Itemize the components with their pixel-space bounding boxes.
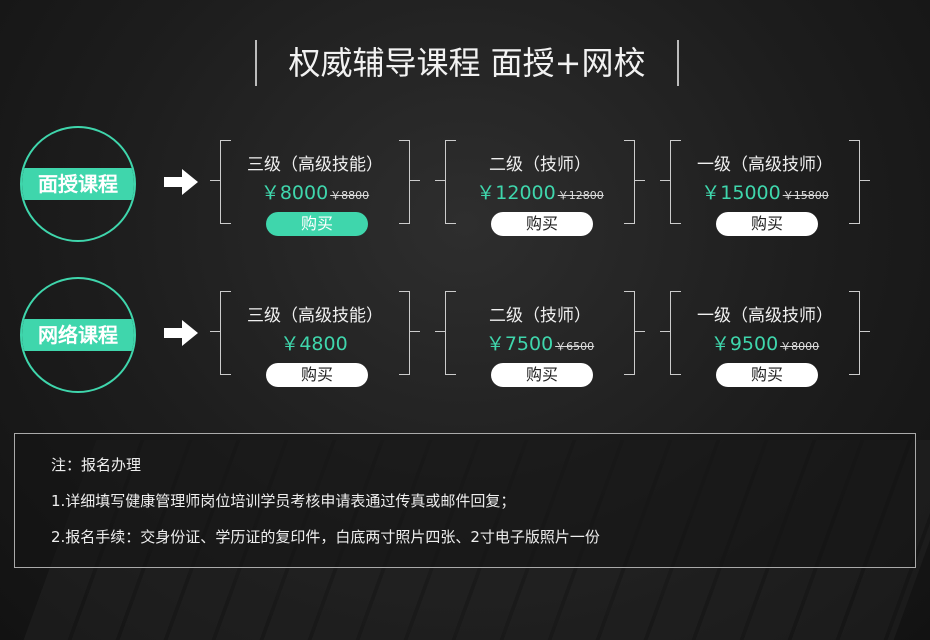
price: ￥15000￥15800 bbox=[670, 178, 860, 205]
current-price: ￥4800 bbox=[280, 333, 348, 355]
course-type-label: 网络课程 bbox=[22, 319, 134, 351]
buy-button[interactable]: 购买 bbox=[491, 363, 593, 387]
note-line: 2.报名手续：交身份证、学历证的复印件，白底两寸照片四张、2寸电子版照片一份 bbox=[51, 528, 600, 546]
price: ￥8000￥8800 bbox=[220, 178, 410, 205]
price-card: 一级（高级技师） ￥9500￥8000 购买 bbox=[660, 291, 870, 387]
price: ￥4800 bbox=[220, 329, 410, 356]
level-label: 三级（高级技能） bbox=[247, 306, 383, 326]
current-price: ￥12000 bbox=[476, 182, 556, 204]
note-heading: 注：报名办理 bbox=[51, 456, 142, 474]
buy-button[interactable]: 购买 bbox=[491, 212, 593, 236]
course-type-circle: 网络课程 bbox=[20, 277, 136, 393]
course-type-circle: 面授课程 bbox=[20, 126, 136, 242]
price: ￥9500￥8000 bbox=[670, 329, 860, 356]
course-type-label: 面授课程 bbox=[22, 168, 134, 200]
original-price: ￥8800 bbox=[330, 189, 370, 202]
note-line: 1.详细填写健康管理师岗位培训学员考核申请表通过传真或邮件回复； bbox=[51, 492, 516, 510]
level-label: 一级（高级技师） bbox=[697, 306, 833, 326]
price: ￥7500￥6500 bbox=[445, 329, 635, 356]
price: ￥12000￥12800 bbox=[445, 178, 635, 205]
current-price: ￥8000 bbox=[260, 182, 329, 204]
page-title: 权威辅导课程 面授+网校 bbox=[255, 40, 679, 86]
level-label: 二级（技师） bbox=[489, 306, 591, 326]
arrow-right-icon bbox=[164, 169, 198, 195]
buy-button[interactable]: 购买 bbox=[716, 212, 818, 236]
buy-button[interactable]: 购买 bbox=[266, 363, 368, 387]
note-box: 注：报名办理 1.详细填写健康管理师岗位培训学员考核申请表通过传真或邮件回复； … bbox=[14, 433, 916, 568]
original-price: ￥6500 bbox=[555, 340, 595, 353]
original-price: ￥8000 bbox=[780, 340, 820, 353]
current-price: ￥15000 bbox=[701, 182, 781, 204]
level-label: 一级（高级技师） bbox=[697, 155, 833, 175]
price-card: 三级（高级技能） ￥8000￥8800 购买 bbox=[210, 140, 420, 236]
price-card: 三级（高级技能） ￥4800 购买 bbox=[210, 291, 420, 387]
original-price: ￥15800 bbox=[782, 189, 829, 202]
buy-button[interactable]: 购买 bbox=[716, 363, 818, 387]
buy-button[interactable]: 购买 bbox=[266, 212, 368, 236]
current-price: ￥9500 bbox=[710, 333, 779, 355]
level-label: 二级（技师） bbox=[489, 155, 591, 175]
original-price: ￥12800 bbox=[557, 189, 604, 202]
price-card: 二级（技师） ￥12000￥12800 购买 bbox=[435, 140, 645, 236]
arrow-right-icon bbox=[164, 320, 198, 346]
price-card: 二级（技师） ￥7500￥6500 购买 bbox=[435, 291, 645, 387]
level-label: 三级（高级技能） bbox=[247, 155, 383, 175]
price-card: 一级（高级技师） ￥15000￥15800 购买 bbox=[660, 140, 870, 236]
current-price: ￥7500 bbox=[485, 333, 554, 355]
